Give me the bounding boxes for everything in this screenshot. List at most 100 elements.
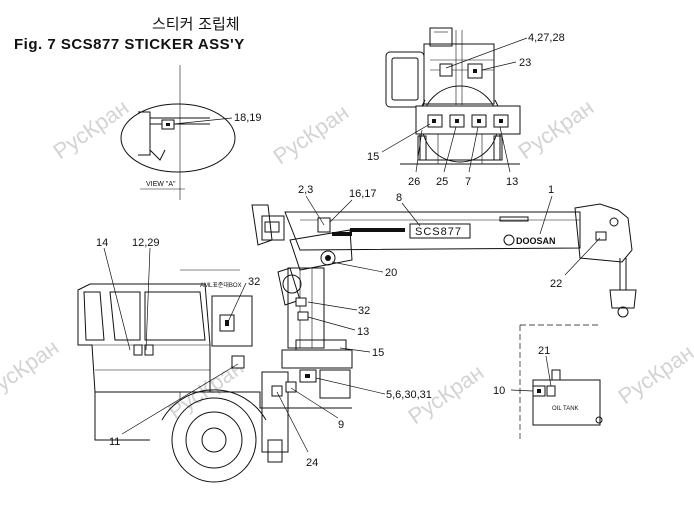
leader-20: [331, 261, 384, 273]
sticker-9: [285, 381, 297, 393]
leader-18-19: [173, 117, 233, 125]
view-a-hinge: [149, 149, 166, 161]
title-english: Fig. 7 SCS877 STICKER ASS'Y: [14, 36, 245, 53]
boom-foot-window: [264, 221, 280, 233]
callout-26: 26: [408, 176, 420, 188]
callout-13-top: 13: [506, 176, 518, 188]
sticker-mark: [537, 389, 541, 393]
callout-18-19: 18,19: [234, 112, 262, 124]
watermark: РусКран: [269, 99, 354, 169]
outrigger-box: [319, 369, 351, 399]
pivot-pin: [325, 255, 331, 261]
sticker-13-mid: [297, 311, 309, 321]
leader-21: [545, 355, 552, 387]
boom-stripe: [350, 228, 405, 232]
watermark: РусКран: [614, 339, 694, 409]
cab-door-mirror: [83, 291, 105, 341]
callout-22: 22: [550, 278, 562, 290]
leader-32-left: [227, 282, 247, 323]
truck-cab: AML표준대BOX 14 12,29 32 11 24 9: [77, 237, 352, 483]
boom-main: [284, 211, 581, 251]
rear-leg-right: [493, 135, 503, 161]
sticker-22: [595, 231, 607, 241]
watermark: РусКран: [49, 94, 134, 164]
cab-window-front: [109, 291, 141, 341]
leader-5-6-30-31: [315, 377, 386, 395]
leader-32-mid: [307, 301, 358, 311]
boom-model-text: SCS877: [415, 226, 462, 238]
callout-23: 23: [519, 57, 531, 69]
leader-10: [510, 389, 534, 392]
aml-box: [211, 295, 253, 347]
oil-tank-body: [532, 379, 601, 426]
callout-9: 9: [338, 419, 344, 431]
callout-20: 20: [385, 267, 397, 279]
crane-rear-view: 4,27,28 23 15 26 25 7 13: [367, 27, 565, 188]
leader-26: [415, 129, 423, 173]
brand-logo-icon: [503, 234, 515, 246]
watermark: РусКран: [514, 94, 599, 164]
front-rim: [185, 411, 243, 469]
boom-stripe-2: [332, 232, 352, 236]
view-a-circle: [120, 103, 236, 173]
winch-drum: [282, 274, 302, 294]
sticker-mark: [499, 119, 503, 123]
rear-leg-left: [417, 135, 427, 161]
hook-icon: [617, 306, 629, 318]
callout-2-3: 2,3: [298, 184, 313, 196]
turntable-base: [281, 349, 353, 369]
oil-tank-label: OIL TANK: [552, 406, 579, 412]
callout-12-29: 12,29: [132, 237, 160, 249]
leader-1: [539, 195, 553, 235]
rear-mast-block: [423, 43, 495, 105]
leader-15-mid: [339, 347, 371, 353]
front-bumper: [94, 392, 150, 441]
watermarks: РусКран РусКран РусКран РусКран РусКран …: [0, 94, 694, 429]
outrigger-foot: [267, 439, 283, 463]
leader-9: [290, 387, 339, 419]
sticker-mark: [166, 123, 170, 126]
callout-7: 7: [465, 176, 471, 188]
leader-15-top: [381, 123, 431, 153]
sticker-24: [271, 385, 283, 397]
callout-16-17: 16,17: [349, 188, 377, 200]
boom-slot: [499, 216, 529, 222]
watermark: РусКран: [0, 334, 63, 404]
head-sheave: [609, 217, 619, 227]
leader-13-top: [499, 126, 511, 173]
callout-32-mid: 32: [358, 305, 370, 317]
oil-tank-drain: [595, 416, 603, 424]
view-a-rails: [150, 117, 210, 125]
boom-head: [574, 203, 633, 263]
callout-24: 24: [306, 457, 318, 469]
leader-4-27-28: [445, 37, 528, 69]
front-hub: [201, 427, 227, 453]
callout-15-top: 15: [367, 151, 379, 163]
callout-10: 10: [493, 385, 505, 397]
aml-box-label: AML표준대BOX: [200, 281, 242, 289]
boom-brand-text: DOOSAN: [516, 236, 556, 246]
title-korean: 스티커 조립체: [152, 15, 240, 33]
boom-model-plate: [409, 223, 471, 239]
leader-22: [564, 237, 601, 276]
leader-8: [401, 202, 421, 227]
sticker-12-29-a: [133, 344, 143, 356]
oil-tank-filler: [551, 369, 561, 381]
sticker-11: [231, 355, 245, 369]
luffing-cylinder-head: [289, 229, 353, 271]
callout-5-6-30-31: 5,6,30,31: [386, 389, 432, 401]
sticker-mark: [477, 119, 481, 123]
cab-body: [77, 283, 211, 393]
sticker-mark: [432, 119, 436, 123]
leader-24: [276, 391, 309, 453]
leader-25: [443, 126, 457, 173]
callout-15-mid: 15: [372, 347, 384, 359]
leader-12-29: [145, 247, 151, 351]
sticker-4-27-28: [439, 63, 453, 77]
callout-11: 11: [109, 436, 120, 448]
leader-16-17: [329, 199, 353, 223]
callout-14: 14: [96, 237, 108, 249]
mast-column: [287, 267, 325, 349]
